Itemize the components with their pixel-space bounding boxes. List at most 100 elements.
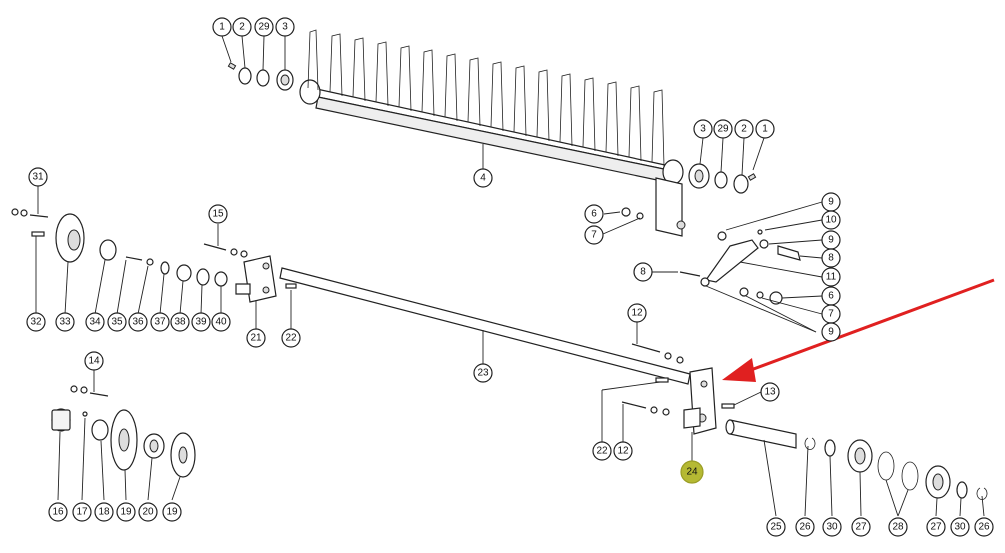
- shaft-assembly: [203, 224, 762, 462]
- linkage-assembly: [602, 201, 823, 333]
- callout-label: 8: [640, 267, 646, 278]
- callout-label: 9: [828, 235, 834, 246]
- callout-label: 2: [741, 124, 747, 135]
- callout-label: 11: [826, 272, 837, 283]
- callout-34: 34: [85, 312, 105, 332]
- callout-4: 4: [473, 168, 493, 188]
- callout-6-lower: 6: [821, 286, 841, 306]
- callout-12-lower: 12: [613, 441, 633, 461]
- callout-27-left: 27: [851, 517, 871, 537]
- callout-label: 21: [250, 333, 262, 344]
- callout-16: 16: [48, 502, 68, 522]
- callout-label: 20: [142, 507, 154, 518]
- callout-35: 35: [107, 312, 127, 332]
- callout-25: 25: [766, 517, 786, 537]
- callout-label: 16: [52, 507, 64, 518]
- callout-17: 17: [72, 502, 92, 522]
- callout-label: 27: [855, 522, 867, 533]
- callout-label: 38: [174, 317, 186, 328]
- callout-13: 13: [760, 382, 780, 402]
- callout-label: 29: [717, 124, 729, 135]
- callout-label: 7: [828, 309, 834, 320]
- callout-36: 36: [128, 312, 148, 332]
- callout-label: 12: [617, 446, 629, 457]
- callout-3-top: 3: [275, 17, 295, 37]
- lower-right-bearing-assembly: [725, 419, 988, 517]
- callout-label: 14: [88, 356, 100, 367]
- callout-7-upper: 7: [584, 225, 604, 245]
- callout-label: 4: [480, 173, 486, 184]
- callout-label: 30: [826, 522, 838, 533]
- callout-26-right: 26: [974, 517, 994, 537]
- callout-label: 40: [215, 317, 227, 328]
- callout-20: 20: [138, 502, 158, 522]
- callout-29-top: 29: [254, 17, 274, 37]
- callout-label: 27: [930, 522, 942, 533]
- callout-label: 18: [98, 507, 110, 518]
- callout-15: 15: [208, 204, 228, 224]
- callout-10: 10: [821, 210, 841, 230]
- callout-22-right: 22: [592, 441, 612, 461]
- callout-label: 39: [195, 317, 207, 328]
- callout-label: 33: [59, 317, 71, 328]
- callout-label: 32: [30, 317, 42, 328]
- callout-label: 2: [239, 22, 245, 33]
- callout-18: 18: [94, 502, 114, 522]
- upper-left-hardware: [221, 35, 294, 91]
- callout-23: 23: [473, 363, 493, 383]
- callout-label: 26: [978, 522, 990, 533]
- callout-19-right: 19: [162, 502, 182, 522]
- callout-label: 19: [166, 507, 178, 518]
- callout-label: 7: [591, 230, 597, 241]
- callout-26-left: 26: [795, 517, 815, 537]
- callout-21: 21: [246, 328, 266, 348]
- callout-label: 30: [954, 522, 966, 533]
- callout-label: 3: [700, 124, 706, 135]
- callout-40: 40: [211, 312, 231, 332]
- callout-9-top: 9: [821, 192, 841, 212]
- callout-27-right: 27: [926, 517, 946, 537]
- callout-label: 1: [219, 22, 225, 33]
- red-pointer-arrow: [722, 278, 995, 382]
- callout-38: 38: [170, 312, 190, 332]
- callout-8-left: 8: [633, 262, 653, 282]
- callout-6-upper: 6: [584, 204, 604, 224]
- left-hub-assembly: [11, 186, 228, 315]
- callout-label: 26: [799, 522, 811, 533]
- callout-label: 35: [111, 317, 123, 328]
- callout-7-lower: 7: [821, 304, 841, 324]
- callout-label: 28: [892, 522, 904, 533]
- callout-8-right: 8: [821, 248, 841, 268]
- callout-label: 24: [686, 467, 698, 478]
- callout-label: 6: [828, 291, 834, 302]
- callout-30-right: 30: [950, 517, 970, 537]
- callout-label: 6: [591, 209, 597, 220]
- callout-39: 39: [191, 312, 211, 332]
- callout-11: 11: [821, 267, 841, 287]
- callout-label: 3: [282, 22, 288, 33]
- callout-33: 33: [55, 312, 75, 332]
- callout-label: 29: [258, 22, 270, 33]
- callout-9-mid: 9: [821, 230, 841, 250]
- callout-label: 8: [828, 253, 834, 264]
- upper-right-hardware: [688, 137, 765, 194]
- callout-label: 34: [89, 317, 101, 328]
- callout-label: 12: [631, 308, 643, 319]
- callout-label: 10: [825, 215, 837, 226]
- callout-label: 36: [132, 317, 144, 328]
- callout-9-bottom: 9: [821, 322, 841, 342]
- callout-1-right: 1: [755, 119, 775, 139]
- callout-29-right: 29: [713, 119, 733, 139]
- callout-22-left: 22: [281, 328, 301, 348]
- callout-28: 28: [888, 517, 908, 537]
- callout-label: 37: [154, 317, 166, 328]
- lower-left-bearing-assembly: [51, 370, 196, 501]
- callout-label: 19: [120, 507, 132, 518]
- callout-label: 1: [762, 124, 768, 135]
- callout-label: 22: [285, 333, 297, 344]
- callout-14: 14: [84, 351, 104, 371]
- callout-30-left: 30: [822, 517, 842, 537]
- callout-37: 37: [150, 312, 170, 332]
- callout-label: 15: [212, 209, 224, 220]
